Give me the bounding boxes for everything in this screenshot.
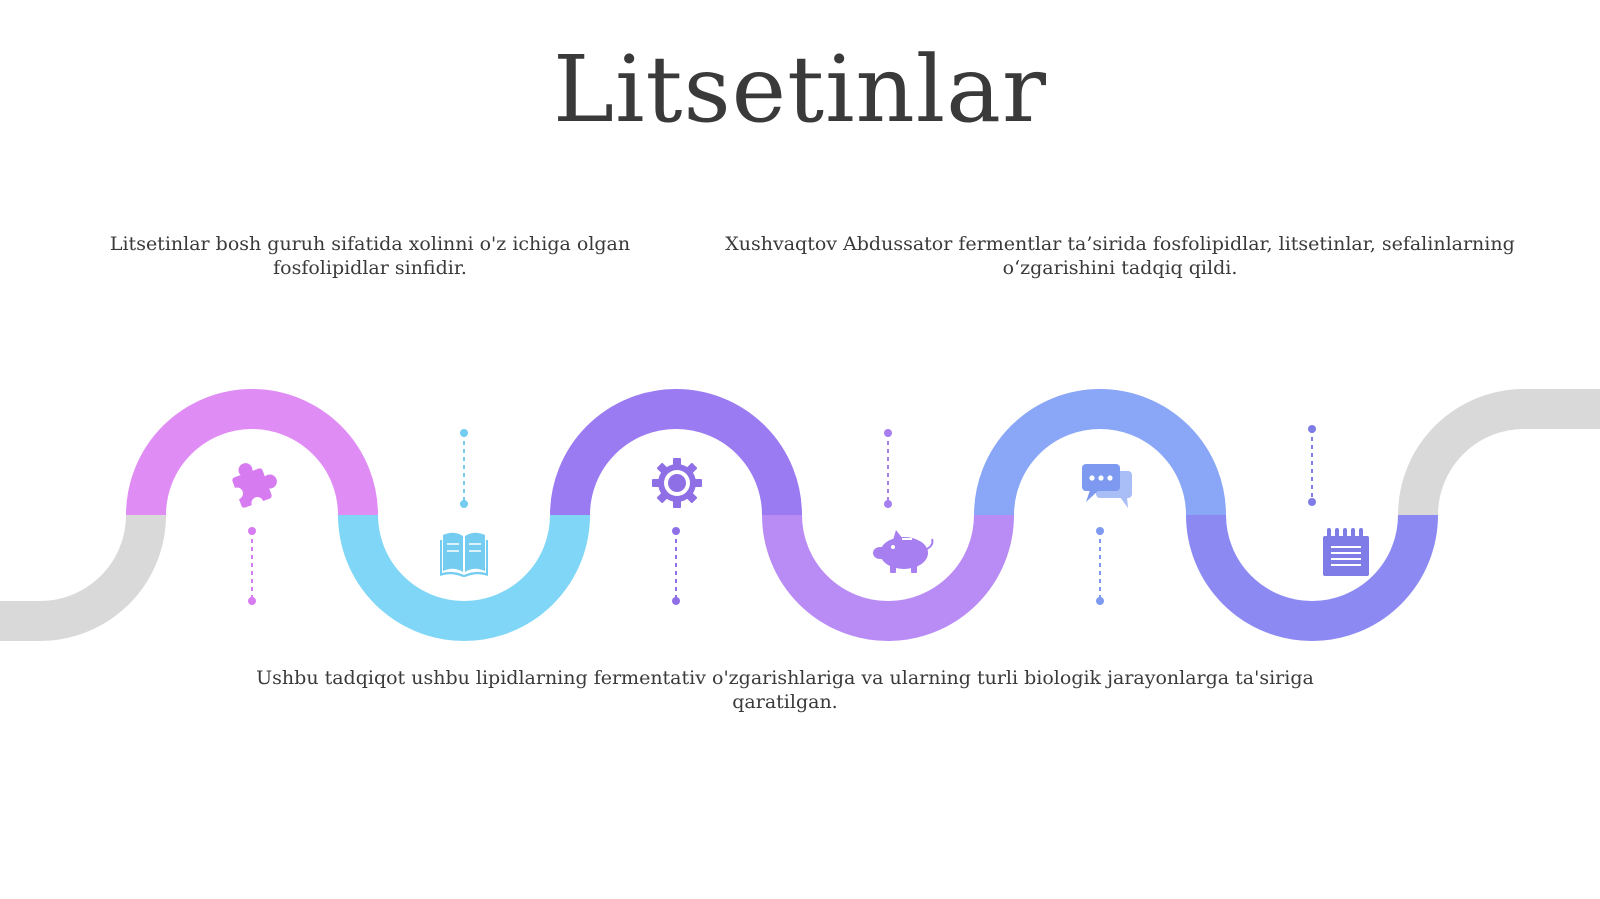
connector-dot <box>884 500 892 508</box>
wave-segment-violet <box>550 389 802 516</box>
wave-segment-blue <box>974 389 1226 516</box>
connector-dot <box>460 429 468 437</box>
connector-dot <box>248 527 256 535</box>
connector-dot <box>1308 425 1316 433</box>
connector-dot <box>1096 527 1104 535</box>
book-icon <box>440 532 488 577</box>
caption-right: Xushvaqtov Abdussator fermentlar ta’siri… <box>725 233 1515 279</box>
caption-left: Litsetinlar bosh guruh sifatida xolinni … <box>109 233 631 279</box>
puzzle-icon <box>230 463 277 510</box>
slide-title: Litsetinlar <box>552 36 1048 143</box>
connector-dot <box>672 597 680 605</box>
chat-icon <box>1082 464 1132 508</box>
connector-dot <box>248 597 256 605</box>
wave-segment-pink <box>126 389 378 516</box>
wave-segment-cyan <box>338 514 590 641</box>
piggy-bank-icon <box>873 530 934 573</box>
connector-dot <box>460 500 468 508</box>
wave-segment-gray-left <box>0 514 166 641</box>
connector-dot <box>1096 597 1104 605</box>
wave-segment-lilac <box>762 514 1014 641</box>
wave-segment-gray-right <box>1398 389 1600 516</box>
gear-icon <box>652 458 702 508</box>
connector-dot <box>672 527 680 535</box>
notepad-icon <box>1323 528 1369 576</box>
connector-dot <box>1308 498 1316 506</box>
caption-bottom: Ushbu tadqiqot ushbu lipidlarning fermen… <box>256 667 1314 713</box>
connector-dot <box>884 429 892 437</box>
wave-segment-indigo <box>1186 514 1438 641</box>
